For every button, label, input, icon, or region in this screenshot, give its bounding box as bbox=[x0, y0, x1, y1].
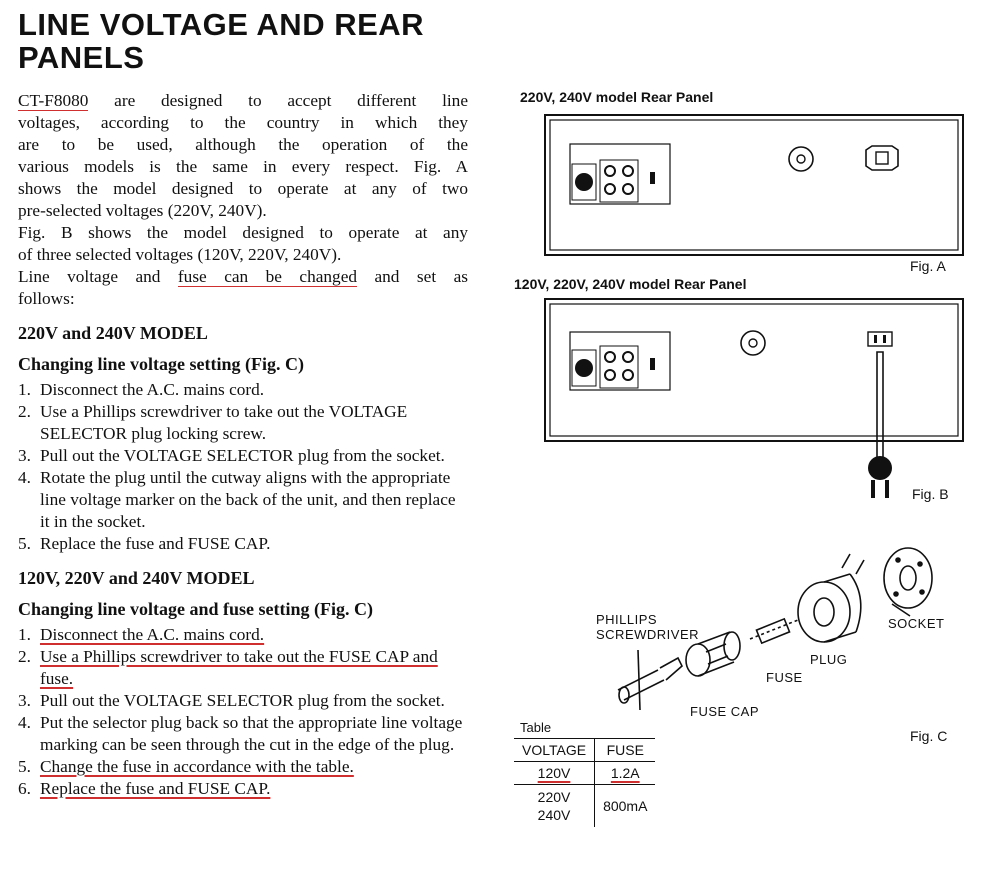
fuse-cap-label: FUSE CAP bbox=[690, 704, 760, 719]
fig-b-heading: 120V, 220V, 240V model Rear Panel bbox=[514, 276, 747, 292]
section2-subheading: Changing line voltage and fuse setting (… bbox=[18, 599, 374, 619]
fig-a-label: Fig. A bbox=[910, 258, 946, 274]
left-column: LINE VOLTAGE AND REAR PANELS CT-F8080 ar… bbox=[18, 8, 468, 800]
table-caption: Table bbox=[520, 720, 552, 735]
fuse-change-highlight: fuse can be changed bbox=[177, 267, 358, 287]
list-item: 1.Disconnect the A.C. mains cord. bbox=[18, 625, 265, 644]
table-cell: 220V bbox=[537, 789, 571, 805]
fuse-label: FUSE bbox=[766, 670, 803, 685]
list-item: 4.Rotate the plug until the cutway align… bbox=[18, 468, 456, 531]
section1-subheading: Changing line voltage setting (Fig. C) bbox=[18, 354, 304, 374]
list-item: 3.Pull out the VOLTAGE SELECTOR plug fro… bbox=[18, 446, 445, 465]
intro-paragraph: CT-F8080 are designed to accept differen… bbox=[18, 91, 468, 308]
section1-heading: 220V and 240V MODEL bbox=[18, 323, 208, 343]
socket-label: SOCKET bbox=[888, 616, 945, 631]
table-cell: 800mA bbox=[603, 798, 648, 814]
table-cell: 120V bbox=[537, 765, 571, 781]
table-header-fuse: FUSE bbox=[594, 738, 656, 762]
list-item: 4.Put the selector plug back so that the… bbox=[18, 713, 463, 754]
list-item: 3.Pull out the VOLTAGE SELECTOR plug fro… bbox=[18, 691, 445, 710]
page-title: LINE VOLTAGE AND REAR PANELS bbox=[18, 7, 425, 75]
right-column: 220V, 240V model Rear Panel Fig. A 120V,… bbox=[500, 0, 982, 882]
fig-a-heading: 220V, 240V model Rear Panel bbox=[520, 89, 714, 105]
model-name: CT-F8080 bbox=[18, 91, 89, 111]
fig-c-exploded-diagram bbox=[617, 547, 933, 711]
fig-c-label: Fig. C bbox=[910, 728, 948, 744]
plug-label: PLUG bbox=[810, 652, 848, 667]
list-item: 2.Use a Phillips screwdriver to take out… bbox=[18, 402, 408, 443]
list-item: 5.Replace the fuse and FUSE CAP. bbox=[18, 534, 271, 553]
list-item: 1.Disconnect the A.C. mains cord. bbox=[18, 380, 265, 399]
screwdriver-label: SCREWDRIVER bbox=[596, 627, 700, 642]
fig-b-label: Fig. B bbox=[912, 486, 949, 502]
table-header-voltage: VOLTAGE bbox=[514, 738, 596, 762]
section2-steps: 1.Disconnect the A.C. mains cord. 2.Use … bbox=[18, 624, 468, 800]
table-cell: 1.2A bbox=[610, 765, 640, 781]
fig-b-rear-panel bbox=[544, 298, 964, 498]
table-cell: 240V bbox=[537, 807, 571, 823]
section1-steps: 1.Disconnect the A.C. mains cord. 2.Use … bbox=[18, 379, 468, 555]
fuse-table: VOLTAGE FUSE 120V 1.2A 220V 240V 800mA bbox=[514, 738, 656, 827]
list-item: 2.Use a Phillips screwdriver to take out… bbox=[18, 647, 438, 688]
list-item: 6.Replace the fuse and FUSE CAP. bbox=[18, 779, 271, 798]
fig-a-rear-panel bbox=[544, 114, 964, 256]
section2-heading: 120V, 220V and 240V MODEL bbox=[18, 568, 255, 588]
list-item: 5.Change the fuse in accordance with the… bbox=[18, 757, 354, 776]
phillips-label: PHILLIPS bbox=[596, 612, 658, 627]
